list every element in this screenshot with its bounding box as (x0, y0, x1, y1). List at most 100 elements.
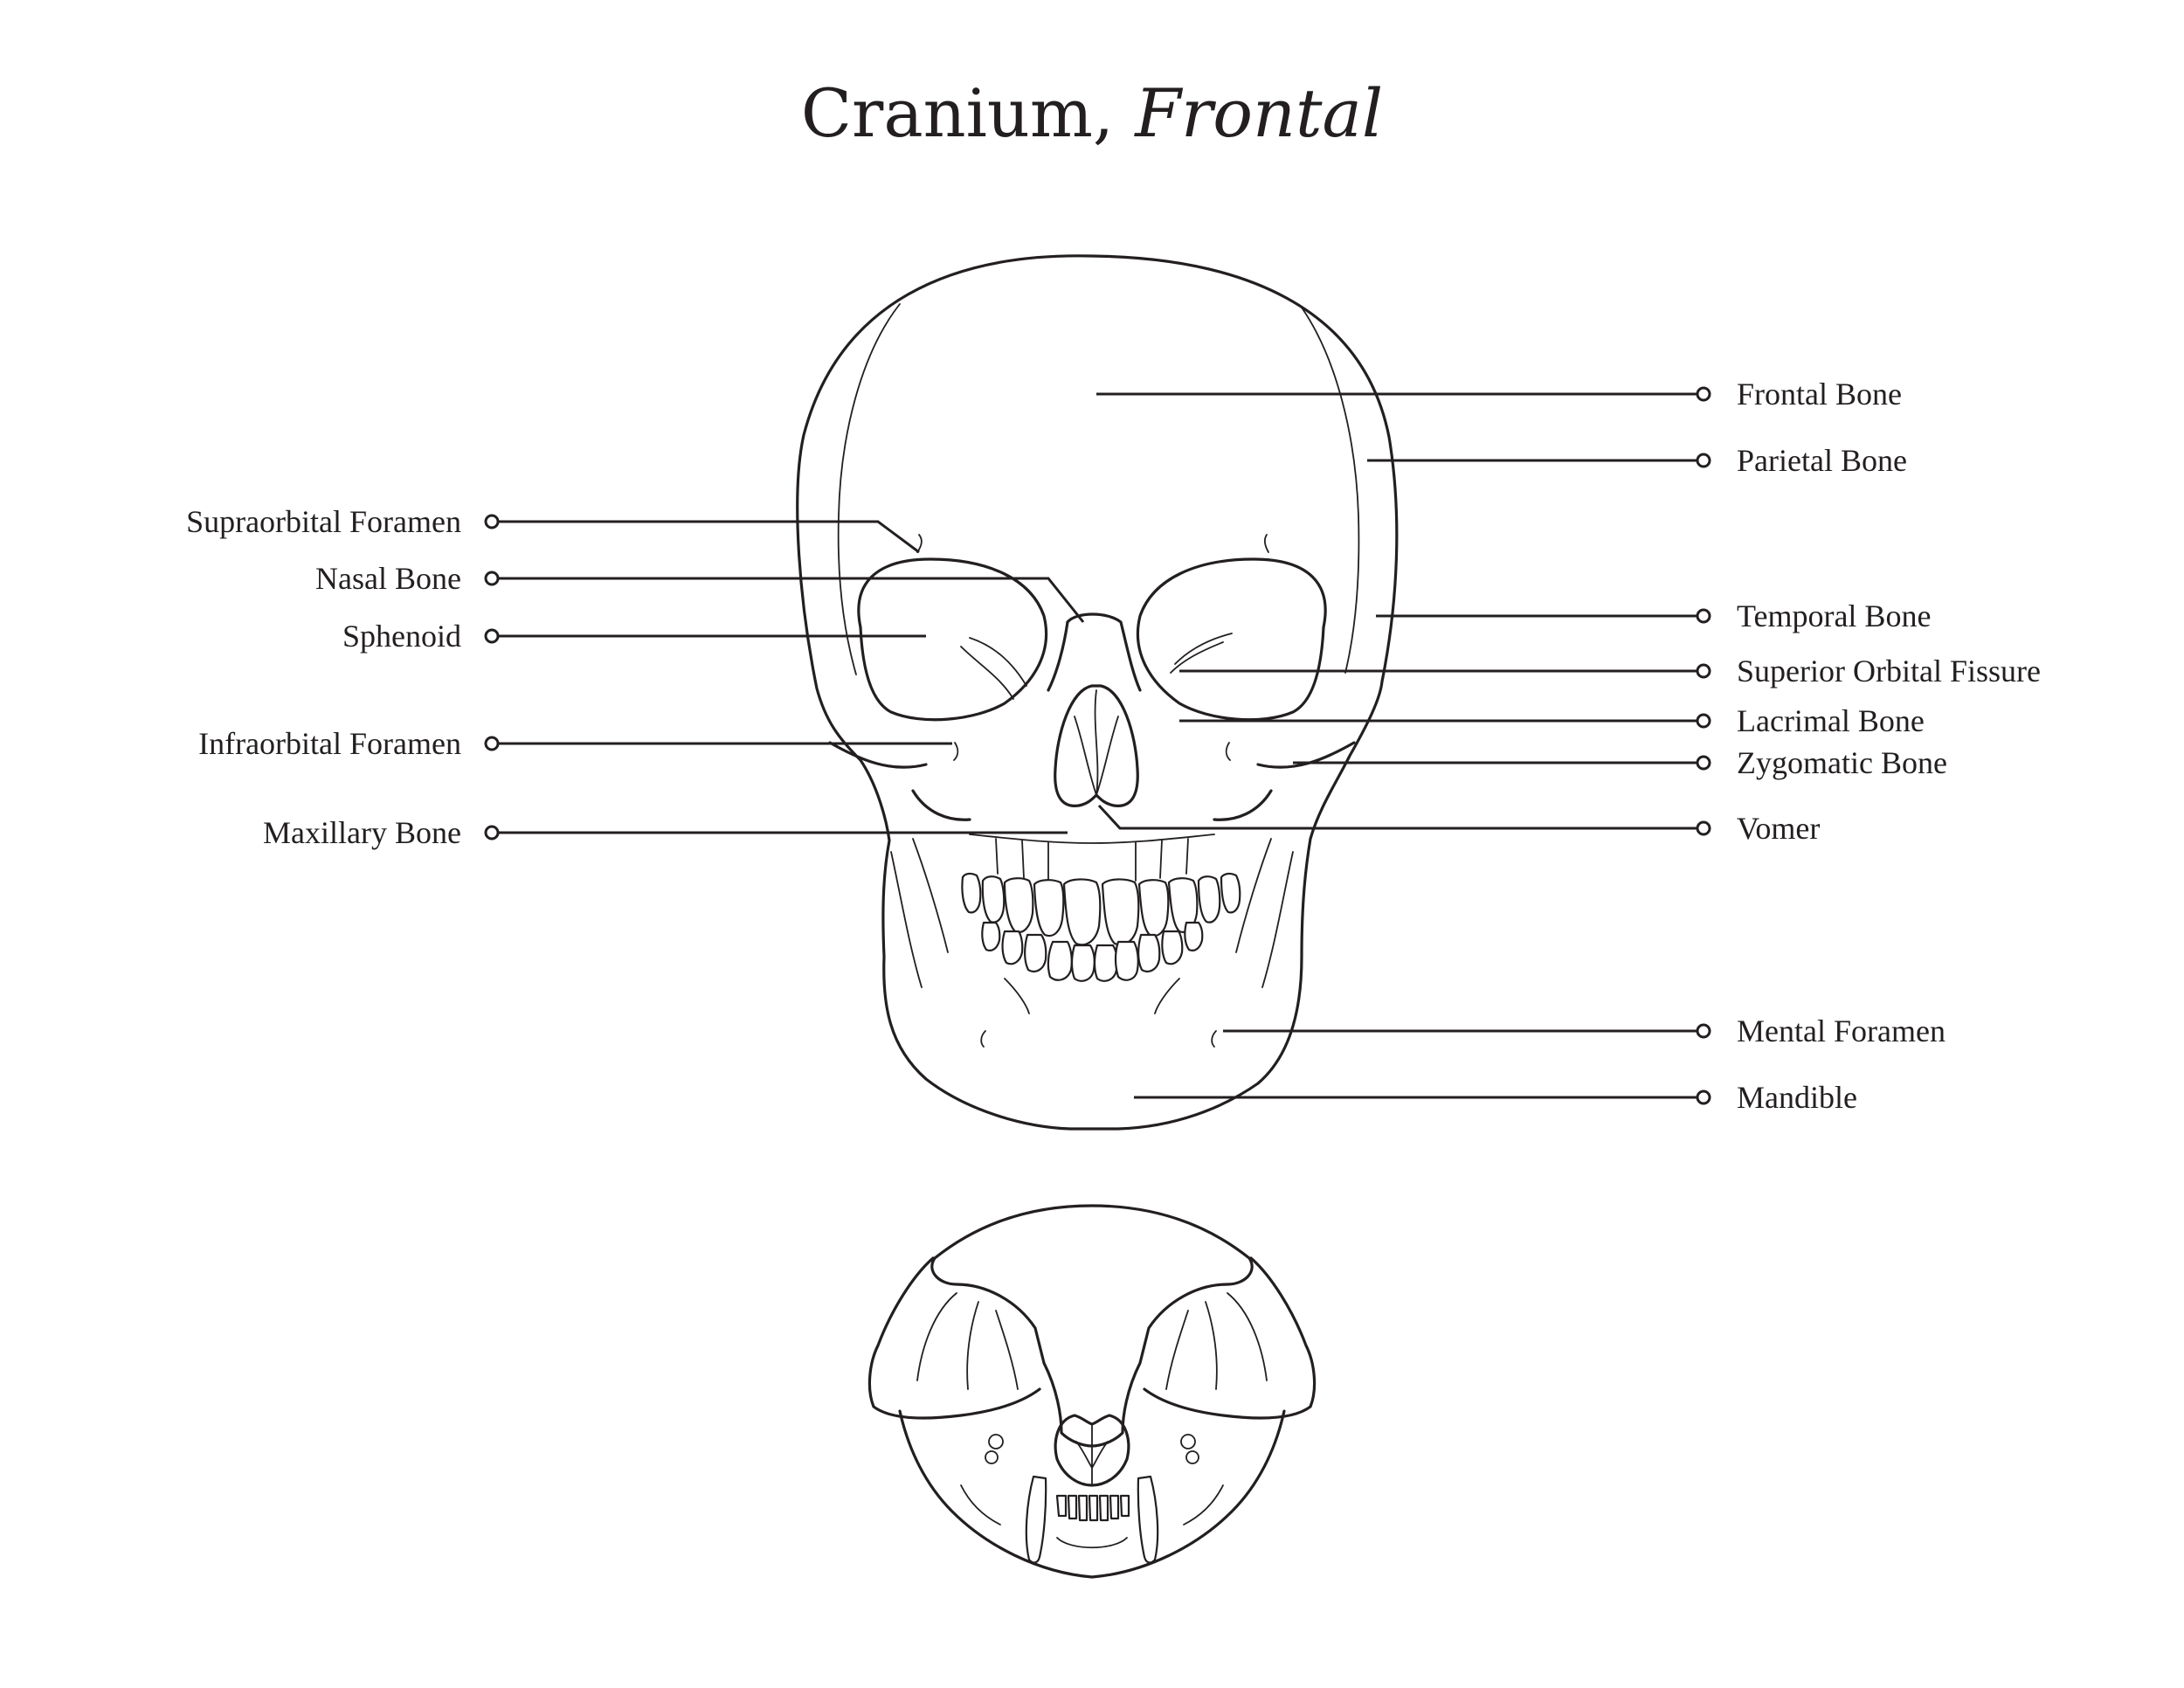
cat-canine-left (1025, 1475, 1047, 1564)
leader-end-dot (1696, 386, 1711, 402)
tooth (1062, 878, 1102, 946)
label-zygomatic-bone: Zygomatic Bone (1737, 745, 1947, 780)
labels-left: Supraorbital Foramen Nasal Bone Sphenoid… (186, 504, 461, 850)
human-skull (796, 254, 1399, 1131)
cat-zygomatic-right (1143, 1256, 1317, 1420)
tooth (1098, 1494, 1109, 1522)
ramus-left (890, 838, 949, 988)
cat-canine-right (1137, 1475, 1159, 1564)
mental-foramen-right (1211, 1030, 1217, 1048)
leader-end-dot (1696, 453, 1711, 468)
label-mental-foramen: Mental Foramen (1737, 1013, 1946, 1048)
temporal-line-right (1301, 307, 1360, 674)
upper-teeth (961, 872, 1241, 946)
tooth (1114, 940, 1139, 981)
tooth (1077, 1494, 1089, 1522)
supraorbital-notch-right (1263, 534, 1269, 553)
leader-end-dot (484, 514, 500, 529)
leader-supraorbital-foramen (498, 520, 920, 554)
label-sphenoid: Sphenoid (342, 619, 461, 654)
title-emphasis: Frontal (1135, 74, 1384, 152)
leader-end-dot (1696, 755, 1711, 771)
cranium-outline (796, 254, 1399, 1131)
nasal-septum (1074, 689, 1119, 796)
leader-end-dot (1696, 608, 1711, 624)
label-lacrimal-bone: Lacrimal Bone (1737, 703, 1925, 738)
supraorbital-notch-left (916, 534, 923, 553)
title-main: Cranium, (800, 74, 1136, 152)
cat-lower-jaw-lines (960, 1484, 1224, 1549)
cat-nasal-septum (1075, 1425, 1109, 1484)
cat-maxilla (898, 1409, 1286, 1579)
label-superior-orbital-fissure: Superior Orbital Fissure (1737, 654, 2041, 688)
label-vomer: Vomer (1737, 811, 1820, 846)
tooth (1067, 1494, 1078, 1520)
tooth (1184, 921, 1204, 951)
leader-end-dot (1696, 1023, 1711, 1039)
mental-foramen-left (980, 1030, 986, 1048)
lower-teeth (981, 921, 1204, 982)
mandible-alveolar (1004, 978, 1180, 1014)
page-title: Cranium, Frontal (0, 80, 2184, 147)
leader-end-dot (484, 736, 500, 751)
tooth (1033, 879, 1065, 937)
labels-right: Frontal Bone Parietal Bone Temporal Bone… (1737, 377, 2041, 1115)
tooth (1137, 879, 1170, 937)
cat-orbit-left (916, 1292, 1019, 1390)
cat-skull (867, 1204, 1317, 1579)
tooth (1119, 1494, 1130, 1518)
infraorbital-foramen-right (1225, 742, 1231, 761)
leader-end-dot (1696, 1090, 1711, 1105)
tooth (1093, 944, 1118, 982)
leader-lines-right (1096, 386, 1711, 1105)
tooth (1101, 878, 1140, 946)
tooth (1003, 877, 1034, 933)
tooth (1109, 1494, 1120, 1520)
label-mandible: Mandible (1737, 1080, 1857, 1115)
tooth (961, 872, 982, 914)
cat-zygomatic-left (867, 1256, 1041, 1420)
nasal-bridge (1066, 612, 1142, 692)
tooth (1070, 944, 1095, 982)
label-maxillary-bone: Maxillary Bone (263, 815, 461, 850)
tooth (1024, 933, 1047, 973)
tooth (981, 921, 1001, 951)
temporal-line-left (837, 303, 901, 675)
cat-nasal-aperture (1054, 1414, 1130, 1487)
leader-end-dot (484, 571, 500, 586)
tooth (1055, 1494, 1068, 1518)
tooth (1001, 930, 1024, 965)
ramus-right (1235, 838, 1294, 988)
label-infraorbital-foramen: Infraorbital Foramen (198, 726, 461, 761)
leader-end-dot (484, 825, 500, 841)
orbit-right (1136, 557, 1327, 722)
label-parietal-bone: Parietal Bone (1737, 443, 1907, 478)
cat-foramen-right (1180, 1434, 1199, 1464)
fissure-left (960, 637, 1027, 700)
cat-cranium-outline (930, 1204, 1254, 1448)
tooth (981, 875, 1006, 924)
cat-incisors (1055, 1494, 1130, 1522)
leader-end-dot (484, 628, 500, 644)
fissure-right (1170, 633, 1233, 674)
cat-orbit-right (1165, 1292, 1268, 1390)
tooth (1220, 872, 1241, 914)
infraorbital-foramen-left (953, 742, 959, 761)
maxilla-alveolar (969, 834, 1215, 882)
tooth (1167, 877, 1199, 933)
tooth (1197, 875, 1221, 924)
leader-end-dot (1696, 713, 1711, 729)
label-temporal-bone: Temporal Bone (1737, 598, 1931, 633)
label-frontal-bone: Frontal Bone (1737, 377, 1902, 412)
nasal-bridge-left (1047, 620, 1069, 692)
zygomatic-left (828, 741, 971, 821)
label-nasal-bone: Nasal Bone (315, 561, 461, 596)
leader-end-dot (1696, 663, 1711, 679)
tooth (1137, 933, 1161, 973)
tooth (1088, 1494, 1099, 1522)
tooth (1047, 940, 1073, 981)
cat-foramen-left (985, 1434, 1004, 1464)
leader-lines-left (484, 514, 1085, 841)
leader-end-dot (1696, 820, 1711, 836)
leader-nasal-bone (498, 577, 1085, 623)
